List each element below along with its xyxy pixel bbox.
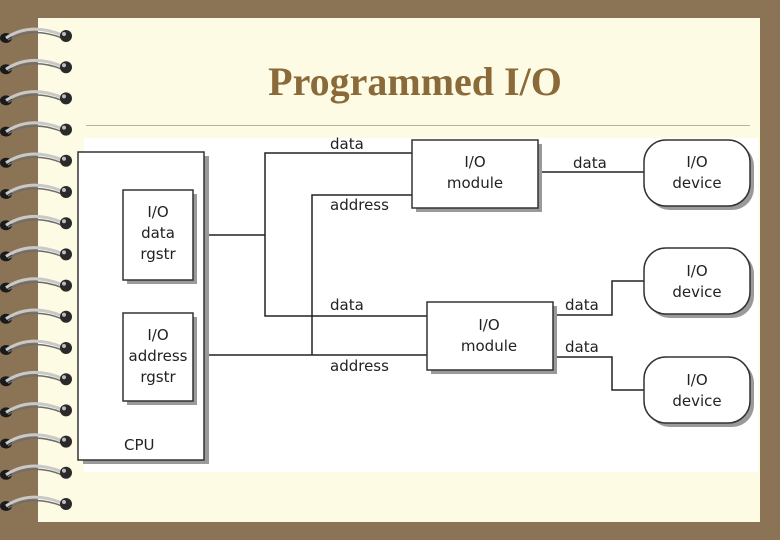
binding-ring: [0, 152, 72, 168]
data-register-line2: data: [141, 224, 175, 242]
module2-line1: I/O: [478, 316, 499, 334]
binding-ring: [0, 495, 72, 511]
binding-ring: [0, 464, 72, 480]
address-bus-wire: [203, 194, 427, 356]
binding-ring: [0, 339, 72, 355]
binding-ring: [0, 214, 72, 231]
address-register-line3: rgstr: [140, 368, 176, 386]
data-bus-wire: [203, 152, 427, 317]
module2-data-label: data: [330, 296, 364, 314]
bus-wires: [203, 152, 644, 391]
module1-address-label: address: [330, 196, 389, 214]
binding-ring: [0, 370, 72, 387]
module1-line2: module: [447, 174, 503, 192]
cpu-label: CPU: [124, 436, 155, 454]
address-register-line2: address: [129, 347, 188, 365]
binding-ring: [0, 121, 72, 137]
device1-data-label: data: [573, 154, 607, 172]
slide-title: Programmed I/O: [268, 59, 562, 104]
io-device-2: I/O device: [643, 247, 754, 318]
io-data-register: I/O data rgstr: [122, 189, 197, 284]
module2-device3-wire: [552, 356, 644, 391]
address-register-line1: I/O: [147, 326, 168, 344]
device1-line1: I/O: [686, 153, 707, 171]
module2-line2: module: [461, 337, 517, 355]
module1-line1: I/O: [464, 153, 485, 171]
binding-ring: [0, 246, 72, 262]
device3-line2: device: [672, 392, 721, 410]
device2-line2: device: [672, 283, 721, 301]
io-module-2: I/O module: [426, 301, 557, 374]
device2-line1: I/O: [686, 262, 707, 280]
module1-data-label: data: [330, 135, 364, 153]
binding-ring: [0, 308, 72, 324]
spiral-binding: [0, 27, 72, 511]
io-module-1: I/O module: [411, 139, 542, 212]
binding-ring: [0, 277, 72, 293]
module2-address-label: address: [330, 357, 389, 375]
binding-ring: [0, 183, 72, 199]
io-device-1: I/O device: [643, 139, 754, 210]
title-divider: [86, 125, 750, 126]
device3-line1: I/O: [686, 371, 707, 389]
binding-ring: [0, 27, 72, 43]
module2-device2-wire: [552, 280, 644, 316]
data-register-line1: I/O: [147, 203, 168, 221]
binding-ring: [0, 402, 72, 418]
io-device-3: I/O device: [643, 356, 754, 427]
binding-ring: [0, 58, 72, 75]
binding-ring: [0, 90, 72, 106]
device2-data-label: data: [565, 296, 599, 314]
data-register-line3: rgstr: [140, 245, 176, 263]
io-address-register: I/O address rgstr: [122, 312, 197, 405]
binding-ring: [0, 433, 72, 449]
device3-data-label: data: [565, 338, 599, 356]
device1-line2: device: [672, 174, 721, 192]
